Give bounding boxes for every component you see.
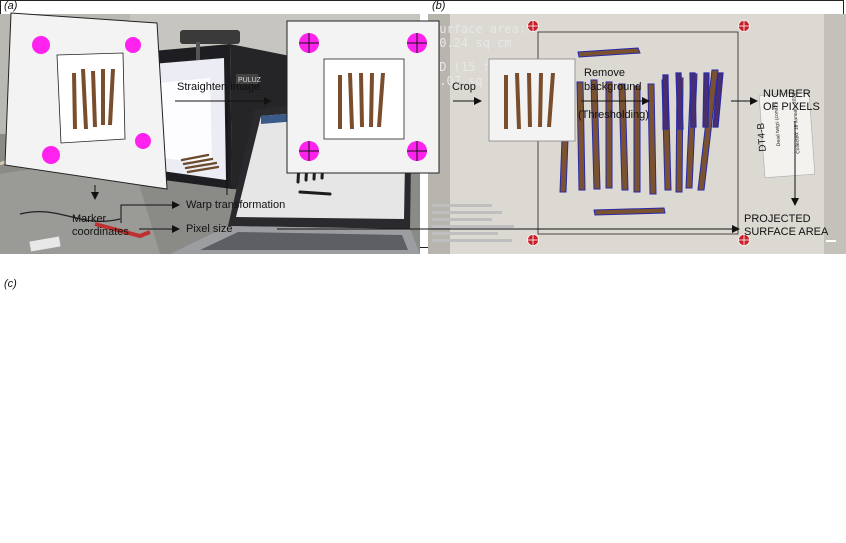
surface-area-label: Surface area:: [432, 22, 526, 36]
workflow-diagram: Straighten image Crop Remove background …: [0, 0, 844, 248]
label-number-2: OF PIXELS: [763, 101, 820, 113]
sd-value: 0.07 sq cm: [432, 74, 505, 88]
label-projected-2: SURFACE AREA: [744, 226, 829, 238]
label-thresholding: (Thresholding): [578, 109, 649, 121]
label-marker-1: Marker: [72, 213, 107, 225]
straightened-sheet: [286, 20, 440, 174]
cropped-image: [488, 58, 576, 142]
label-crop: Crop: [452, 81, 476, 93]
surface-area-value: 70.24 sq cm: [432, 36, 512, 50]
label-warp: Warp transformation: [186, 199, 286, 211]
label-pixel-size: Pixel size: [186, 223, 233, 235]
label-remove-1: Remove: [584, 67, 625, 79]
panel-label-c: (c): [4, 278, 17, 290]
arrow-to-warp: [120, 201, 180, 223]
label-number-1: NUMBER: [763, 88, 811, 100]
label-straighten: Straighten image: [177, 81, 261, 93]
label-remove-2: background: [584, 81, 642, 93]
label-marker-2: coordinates: [72, 226, 129, 238]
brand-text: PULUZ: [238, 77, 262, 84]
label-projected-1: PROJECTED: [744, 213, 811, 225]
thresholded-twigs: [662, 72, 724, 130]
panel-label-b: (b): [432, 0, 446, 12]
workflow-graphics: [4, 12, 799, 233]
panel-label-a: (a): [4, 0, 18, 12]
original-sheet: [4, 12, 168, 190]
